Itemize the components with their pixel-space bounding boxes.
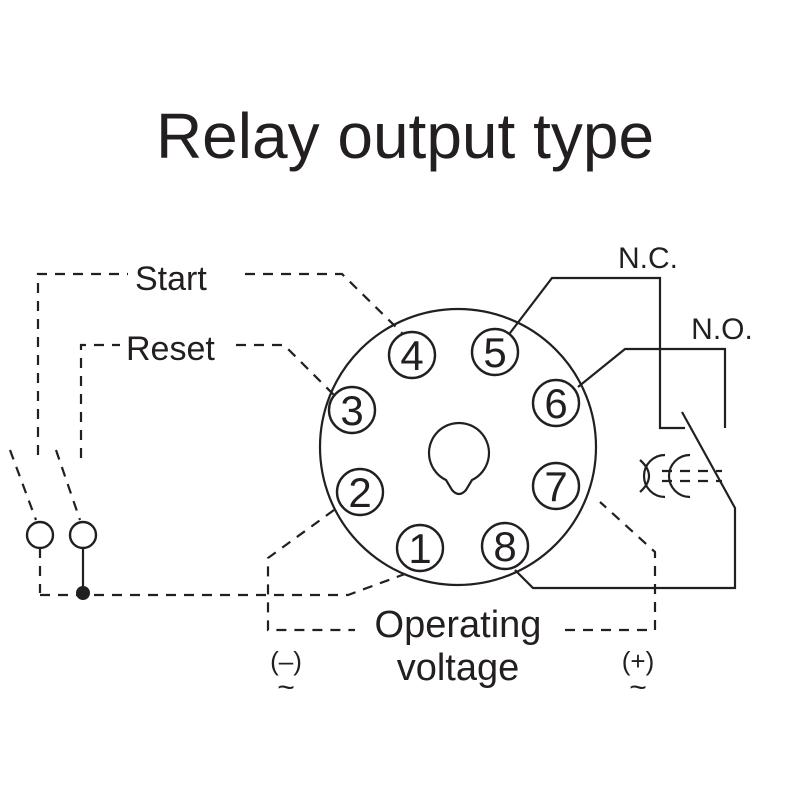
reset-label: Reset xyxy=(126,330,215,368)
nc-label: N.C. xyxy=(618,242,678,275)
diagram-title: Relay output type xyxy=(156,100,654,172)
minus-supply-wire xyxy=(266,509,355,632)
junction-dot xyxy=(76,586,90,600)
start-label: Start xyxy=(135,260,207,298)
nc-wire xyxy=(509,276,685,430)
pin-4: 4 xyxy=(387,330,437,380)
start-wire-left xyxy=(36,272,128,455)
reset-switch-terminal xyxy=(68,520,98,550)
actuator-link-icon xyxy=(639,459,651,493)
pin-7: 7 xyxy=(531,461,581,511)
reset-wire-left xyxy=(79,343,120,458)
reset-wire-right xyxy=(236,343,335,396)
no-label: N.O. xyxy=(691,313,753,346)
start-wire-right xyxy=(245,272,403,334)
contact-arm-wire xyxy=(514,411,737,590)
plus-label: (+) xyxy=(622,646,655,676)
pin-label: 1 xyxy=(408,525,431,572)
actuator-link-icon xyxy=(667,453,691,499)
pin-2: 2 xyxy=(335,467,385,517)
pin-label: 3 xyxy=(340,387,363,434)
operating-label: Operating xyxy=(375,604,542,646)
minus-ac-symbol: ~ xyxy=(277,671,295,704)
pin-6: 6 xyxy=(531,378,581,428)
pin-label: 2 xyxy=(348,469,371,516)
pin-5: 5 xyxy=(470,327,520,377)
socket-key-icon xyxy=(427,421,491,496)
plus-supply-wire xyxy=(565,501,657,632)
pin-label: 8 xyxy=(493,523,516,570)
pin-label: 4 xyxy=(400,332,423,379)
pin-8: 8 xyxy=(480,521,530,571)
pin-3: 3 xyxy=(327,385,377,435)
no-wire xyxy=(577,347,727,428)
minus-label: (–) xyxy=(270,646,302,676)
actuator-link-icon xyxy=(642,453,666,499)
pin-label: 7 xyxy=(544,463,567,510)
reset-switch-lever xyxy=(54,449,82,521)
socket-base-circle xyxy=(318,307,598,587)
start-switch-lever xyxy=(8,449,38,521)
voltage-label: voltage xyxy=(397,647,520,689)
start-switch-terminal xyxy=(25,520,55,550)
plus-ac-symbol: ~ xyxy=(629,671,647,704)
pin-label: 5 xyxy=(483,329,506,376)
pin-1: 1 xyxy=(395,523,445,573)
pin-label: 6 xyxy=(544,380,567,427)
common-wire xyxy=(40,572,406,597)
